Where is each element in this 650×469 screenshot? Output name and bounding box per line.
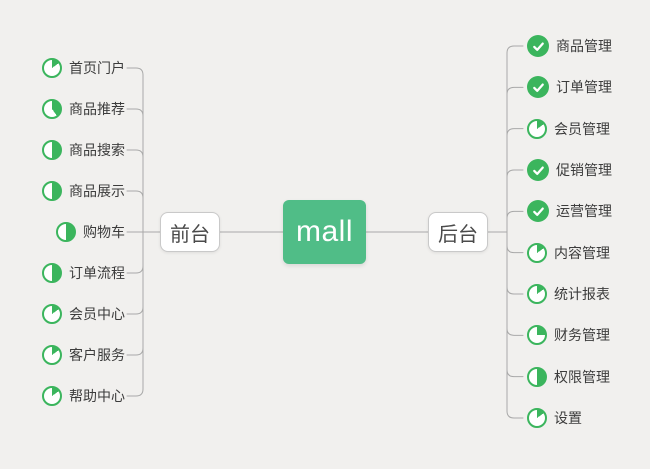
root-node-mall[interactable]: mall	[283, 200, 366, 264]
check-done-icon	[527, 35, 549, 57]
mindmap-item-label: 商品推荐	[69, 101, 125, 117]
mindmap-item[interactable]: 订单管理	[527, 74, 612, 100]
mindmap-item[interactable]: 设置	[527, 405, 582, 431]
pie-progress-icon	[42, 304, 62, 324]
pie-progress-icon	[527, 325, 547, 346]
mindmap-item[interactable]: 财务管理	[527, 322, 610, 348]
mindmap-item[interactable]: 会员中心	[42, 301, 125, 327]
mindmap-item[interactable]: 权限管理	[527, 364, 610, 390]
pie-progress-icon	[42, 181, 62, 201]
mindmap-item[interactable]: 会员管理	[527, 116, 610, 142]
mindmap-item[interactable]: 商品推荐	[42, 96, 125, 122]
branch-node-frontend[interactable]: 前台	[160, 212, 220, 252]
pie-progress-icon	[42, 386, 62, 406]
pie-progress-icon	[527, 283, 547, 304]
pie-progress-icon	[42, 140, 62, 160]
mindmap-item[interactable]: 帮助中心	[42, 383, 125, 409]
pie-progress-icon	[42, 345, 62, 365]
mindmap-item-label: 内容管理	[554, 244, 610, 261]
mindmap-item-label: 商品展示	[69, 183, 125, 199]
pie-progress-icon	[527, 242, 547, 263]
mindmap-item[interactable]: 订单流程	[42, 260, 125, 286]
mindmap-item-label: 帮助中心	[69, 388, 125, 404]
mindmap-item-label: 商品搜索	[69, 142, 125, 158]
mindmap-item-label: 设置	[554, 409, 582, 426]
mindmap-item[interactable]: 客户服务	[42, 342, 125, 368]
mindmap-item-label: 运营管理	[556, 203, 612, 220]
mindmap-item-label: 促销管理	[556, 162, 612, 178]
mindmap-item-label: 购物车	[83, 224, 125, 240]
mindmap-item[interactable]: 首页门户	[42, 55, 125, 81]
mindmap-item[interactable]: 统计报表	[527, 281, 610, 307]
check-done-icon	[527, 76, 549, 99]
mindmap-item-label: 订单流程	[69, 265, 125, 281]
mindmap-item-label: 客户服务	[69, 347, 125, 363]
pie-progress-icon	[42, 58, 62, 78]
mindmap-item-label: 会员中心	[69, 306, 125, 322]
pie-progress-icon	[527, 118, 547, 139]
mindmap-item[interactable]: 购物车	[56, 219, 125, 245]
mindmap-item[interactable]: 商品管理	[527, 33, 612, 59]
pie-progress-icon	[42, 99, 62, 119]
check-done-icon	[527, 159, 549, 181]
mindmap-item[interactable]: 商品搜索	[42, 137, 125, 163]
mindmap-item-label: 财务管理	[554, 327, 610, 344]
mindmap-item-label: 统计报表	[554, 285, 610, 302]
branch-node-backend[interactable]: 后台	[428, 212, 488, 252]
mindmap-item-label: 首页门户	[69, 60, 125, 76]
mindmap-item[interactable]: 运营管理	[527, 198, 612, 224]
mindmap-item-label: 会员管理	[554, 120, 610, 137]
mindmap-item-label: 订单管理	[556, 79, 612, 96]
mindmap-item-label: 权限管理	[554, 368, 610, 385]
mindmap-item-label: 商品管理	[556, 38, 612, 54]
mindmap-item[interactable]: 内容管理	[527, 240, 610, 266]
check-done-icon	[527, 200, 549, 223]
pie-progress-icon	[527, 407, 547, 428]
mindmap-item[interactable]: 促销管理	[527, 157, 612, 183]
pie-progress-icon	[42, 263, 62, 283]
pie-progress-icon	[527, 366, 547, 387]
mindmap-item[interactable]: 商品展示	[42, 178, 125, 204]
pie-progress-icon	[56, 222, 76, 242]
